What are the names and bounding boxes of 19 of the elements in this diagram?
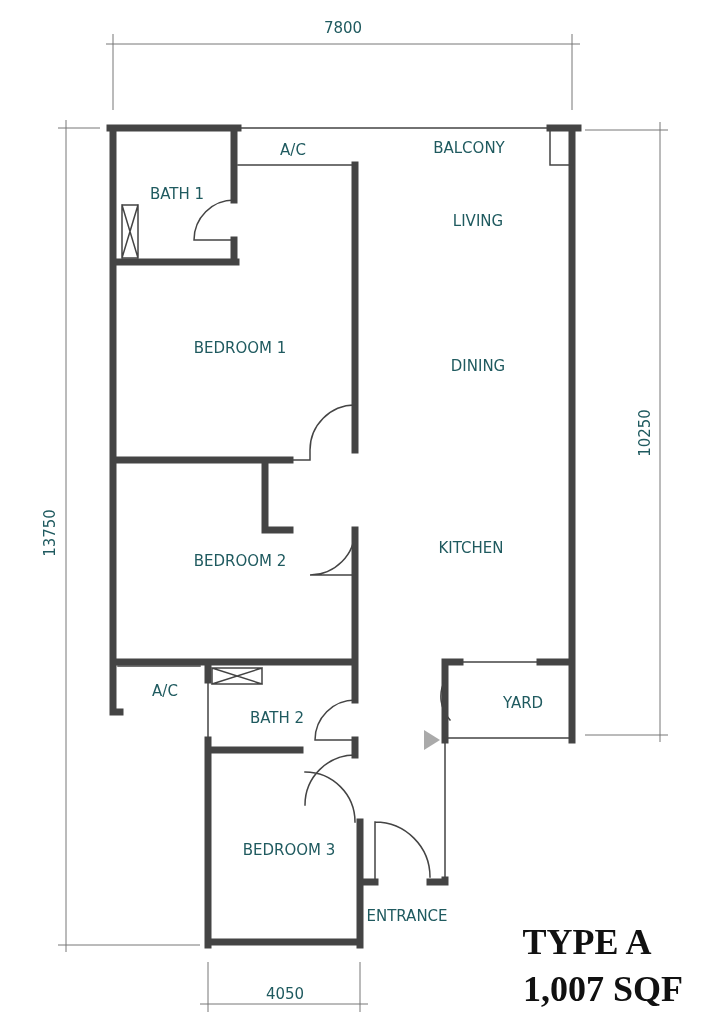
floor-area-text: 1,007 SQF bbox=[523, 968, 683, 1010]
room-label: DINING bbox=[450, 357, 506, 375]
dimension-text: 10250 bbox=[636, 409, 654, 457]
room-label: BALCONY bbox=[433, 139, 505, 157]
room-label: ENTRANCE bbox=[366, 907, 448, 925]
room-label: BEDROOM 3 bbox=[242, 841, 336, 859]
room-label: BEDROOM 1 bbox=[193, 339, 287, 357]
unit-type-title: TYPE A bbox=[522, 921, 652, 963]
room-label: A/C bbox=[152, 682, 178, 700]
room-label: BATH 1 bbox=[149, 185, 205, 203]
dimension-text: 13750 bbox=[41, 509, 59, 557]
dimension-text: 4050 bbox=[265, 985, 305, 1003]
room-label: A/C bbox=[280, 141, 306, 159]
room-label: LIVING bbox=[452, 212, 504, 230]
room-label: BATH 2 bbox=[249, 709, 305, 727]
room-label: YARD bbox=[502, 694, 544, 712]
room-label: BEDROOM 2 bbox=[193, 552, 287, 570]
room-label: KITCHEN bbox=[438, 539, 504, 557]
dimension-text: 7800 bbox=[323, 19, 363, 37]
